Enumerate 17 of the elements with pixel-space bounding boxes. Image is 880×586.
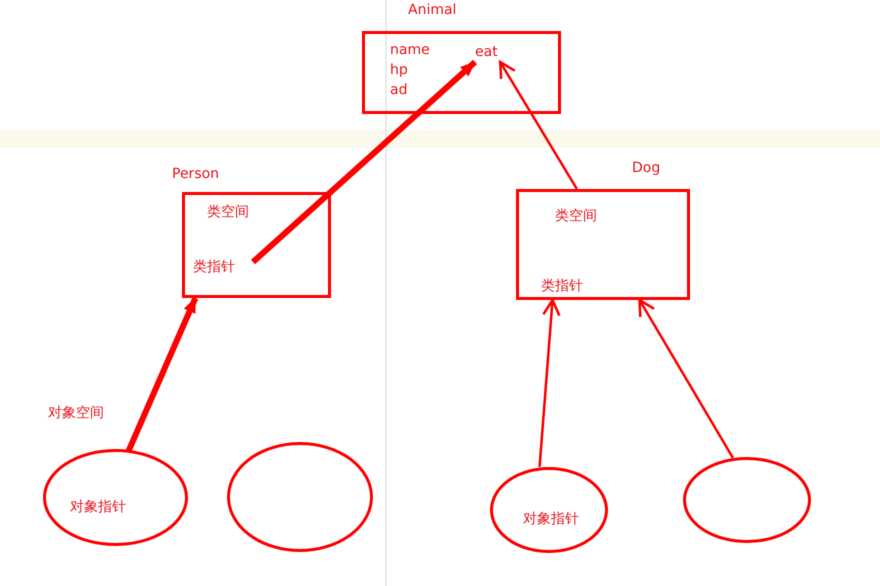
class-name: Animal xyxy=(408,1,456,20)
arrow xyxy=(251,60,477,264)
object-pointer-label: 对象指针 xyxy=(70,498,126,517)
arrow xyxy=(126,296,198,452)
object-space-label: 对象空间 xyxy=(48,404,104,423)
class-space-label: 类空间 xyxy=(207,203,249,222)
class-space-label: 类空间 xyxy=(555,207,597,226)
class-pointer-label: 类指针 xyxy=(193,258,235,277)
arrow xyxy=(638,298,734,458)
arrow xyxy=(538,298,561,468)
class-name: Person xyxy=(172,165,220,184)
object-pointer-label: 对象指针 xyxy=(523,510,579,529)
arrow xyxy=(498,60,578,190)
attribute-list: name hp ad xyxy=(390,40,436,100)
class-name: Dog xyxy=(632,159,660,178)
class-pointer-label: 类指针 xyxy=(541,277,583,296)
method-name: eat xyxy=(475,43,498,62)
